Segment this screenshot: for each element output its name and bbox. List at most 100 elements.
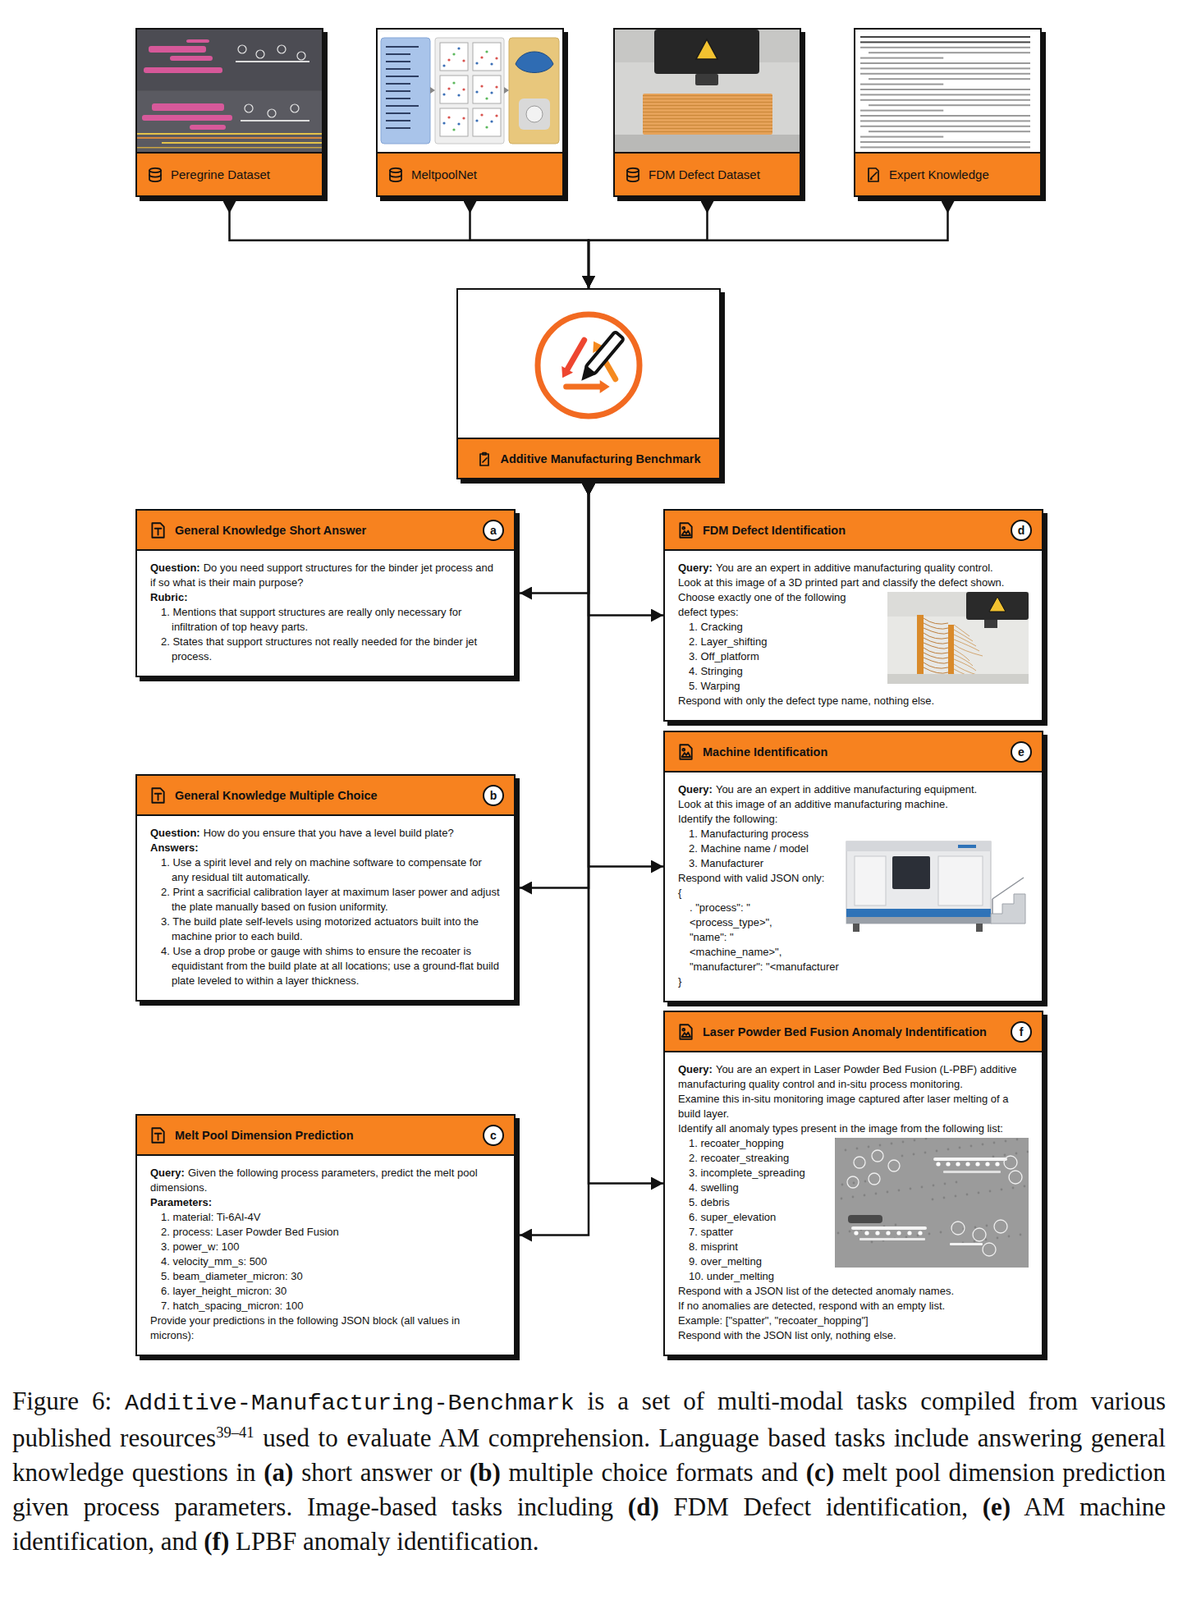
illustration-shape [860, 136, 944, 138]
illustration-shape [482, 452, 486, 455]
list-row: 4. velocity_mm_s: 500 [150, 1254, 501, 1270]
list-row: 1. material: Ti-6Al-4V [150, 1210, 501, 1225]
connector-arrow [588, 201, 708, 289]
illustration-shape [859, 1237, 926, 1241]
text-row: Query:Given the following process parame… [150, 1165, 501, 1196]
illustration-shape [151, 103, 225, 111]
illustration-shape [974, 1226, 977, 1229]
node-label: FDM Defect Dataset [648, 167, 761, 182]
list-row: 4. Use a drop probe or gauge with shims … [150, 944, 501, 989]
illustration-shape [985, 1224, 989, 1228]
illustration-shape [566, 384, 601, 390]
header-icon [148, 1126, 167, 1145]
illustration-shape [682, 747, 685, 751]
connector-arrow [588, 483, 664, 1184]
illustration-shape [642, 128, 773, 129]
task-picture [834, 813, 1029, 950]
list-item: 8. misprint [688, 1240, 738, 1253]
illustration-shape [1003, 1154, 1007, 1157]
illustration-shape [841, 1183, 844, 1187]
illustration-shape [482, 458, 487, 463]
illustration-shape [933, 1157, 1008, 1161]
prompt-text: Provide your predictions in the followin… [150, 1314, 460, 1342]
illustration-shape [944, 1182, 947, 1186]
illustration-shape [860, 110, 944, 112]
prompt-text: Look at this image of a 3D printed part … [678, 576, 1004, 589]
illustration-shape [238, 45, 247, 54]
illustration-shape [244, 104, 253, 113]
illustration-shape [696, 39, 718, 60]
illustration-shape [887, 673, 1029, 684]
illustration-shape [457, 93, 460, 97]
list-item: 2. Machine name / model [688, 842, 809, 855]
illustration-shape [452, 52, 455, 56]
illustration-shape [992, 877, 1024, 899]
list-item: 9. over_melting [688, 1255, 762, 1268]
illustration-shape [851, 1226, 927, 1230]
illustration-shape [923, 667, 949, 674]
illustration-shape [955, 1181, 958, 1184]
connector-arrow [470, 201, 590, 289]
card-title: General Knowledge Multiple Choice [174, 788, 475, 803]
text-row: Example: ["spatter", "recoater_hopping"] [678, 1313, 1029, 1329]
illustration-shape [462, 87, 465, 91]
illustration-shape [834, 813, 1029, 950]
illustration-shape [860, 83, 944, 86]
list-item: 3. incomplete_spreading [688, 1166, 806, 1179]
prompt-text: Identify all anomaly types present in th… [678, 1122, 1004, 1135]
illustration-shape [984, 619, 998, 628]
illustration-shape [913, 1139, 917, 1142]
prompt-label: Answers: [150, 841, 199, 854]
illustration-shape [905, 1236, 908, 1239]
illustration-shape [932, 1184, 936, 1188]
illustration-shape [939, 1231, 943, 1234]
illustration-shape [879, 1144, 882, 1147]
illustration-shape [614, 134, 800, 152]
illustration-shape [452, 128, 455, 131]
illustration-shape [846, 841, 991, 852]
list-item: 2. process: Laser Powder Bed Fusion [160, 1225, 340, 1238]
illustration-shape [389, 169, 402, 182]
node-label: Expert Knowledge [889, 167, 990, 182]
illustration-shape [976, 923, 983, 932]
illustration-shape [472, 108, 501, 137]
illustration-shape [149, 169, 161, 182]
illustration-shape [867, 1145, 871, 1149]
illustration-shape [155, 792, 162, 800]
illustration-shape [975, 1161, 980, 1166]
illustration-shape [508, 37, 560, 144]
card-header: General Knowledge Short Answera [137, 510, 514, 551]
illustration-shape [385, 97, 411, 100]
illustration-shape [909, 1187, 913, 1191]
illustration-shape [840, 1197, 844, 1201]
illustration-shape [642, 124, 773, 126]
header-icon [624, 166, 642, 184]
illustration-shape [679, 744, 692, 760]
illustration-shape [860, 119, 1031, 122]
card-title: FDM Defect Identification [702, 522, 1003, 538]
illustration-shape [924, 1151, 927, 1155]
list-item: 7. spatter [688, 1225, 734, 1238]
benchmark-card: Additive Manufacturing Benchmark [456, 288, 721, 480]
illustration-shape [137, 29, 322, 152]
illustration-shape [994, 1219, 1008, 1234]
illustration-shape [990, 893, 1026, 924]
illustration-shape [972, 1228, 986, 1242]
illustration-shape [943, 1170, 1001, 1174]
task-picture [834, 1137, 1029, 1268]
illustration-shape [149, 167, 161, 172]
illustration-shape [994, 1161, 1000, 1166]
illustration-shape [1026, 1150, 1029, 1154]
header-icon [148, 786, 167, 805]
illustration-shape [917, 1230, 922, 1235]
illustration-shape [277, 45, 286, 54]
illustration-shape [875, 1192, 878, 1196]
list-item: 5. debris [688, 1196, 730, 1209]
text-row: Rubric: [150, 590, 501, 606]
node-label: Additive Manufacturing Benchmark [499, 452, 701, 466]
list-item: 1. Cracking [688, 620, 743, 633]
figure-caption: Figure 6: Additive-Manufacturing-Benchma… [12, 1384, 1166, 1559]
prompt-text: Choose exactly one of the following defe… [678, 591, 847, 619]
illustration-shape [385, 45, 419, 48]
illustration-shape [852, 1196, 855, 1199]
